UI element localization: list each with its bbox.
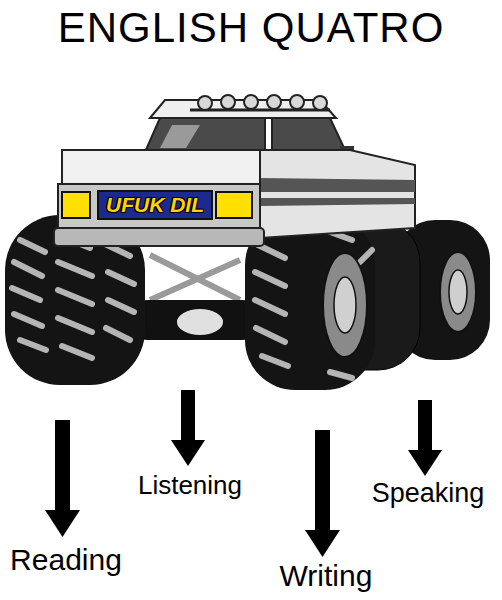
light-bar [190, 109, 330, 112]
bumper [54, 228, 264, 246]
tire-tread [12, 236, 134, 358]
skill-label: Listening [138, 471, 242, 501]
skill-label: Reading [10, 543, 122, 578]
wheel-hub [440, 252, 476, 332]
side-stripe [260, 178, 415, 192]
wheel-hub [334, 277, 356, 333]
side-stripe [260, 198, 415, 206]
diagram-title: ENGLISH QUATRO [58, 4, 445, 52]
roof-lights [198, 95, 327, 110]
down-arrow [408, 400, 442, 476]
cab-roof [150, 100, 336, 118]
truck-side [260, 150, 415, 238]
down-arrow [45, 420, 80, 537]
license-plate: UFUK DIL [97, 190, 213, 220]
tire-tread [255, 232, 372, 378]
hood [62, 150, 260, 186]
skill-label: Writing [280, 559, 373, 594]
skill-label: Speaking [372, 478, 485, 509]
window-glare [160, 125, 200, 148]
windshield [145, 118, 265, 152]
headlight [216, 192, 252, 218]
grille [58, 184, 260, 230]
headlight [62, 192, 90, 218]
down-arrow [305, 430, 340, 557]
differential [176, 308, 224, 336]
side-window [272, 118, 346, 152]
suspension [150, 255, 240, 300]
wheel-hub [323, 253, 367, 357]
plate-text: UFUK DIL [106, 193, 204, 216]
axle-housing [130, 300, 260, 340]
wheel-hub [449, 270, 467, 314]
down-arrow [171, 390, 205, 466]
